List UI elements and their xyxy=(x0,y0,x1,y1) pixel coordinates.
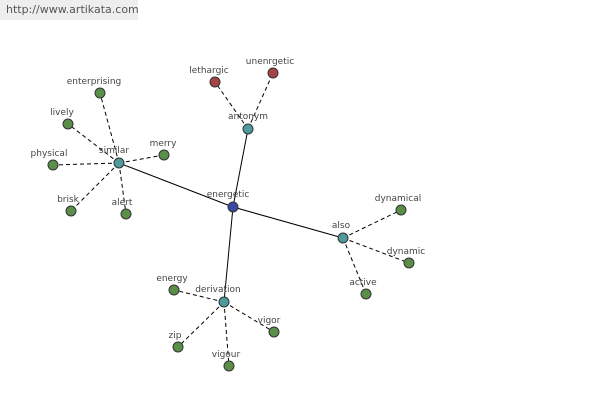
node-also[interactable] xyxy=(337,232,349,244)
edge-similar-lively xyxy=(67,123,120,164)
node-physical[interactable] xyxy=(47,159,59,171)
edge-energetic-also xyxy=(232,206,344,239)
node-zip[interactable] xyxy=(172,341,184,353)
edge-similar-alert xyxy=(118,162,127,215)
node-merry[interactable] xyxy=(158,149,170,161)
label-brisk[interactable]: brisk xyxy=(57,195,80,205)
node-lively[interactable] xyxy=(62,118,74,130)
node-vigour[interactable] xyxy=(223,360,235,372)
node-vigor[interactable] xyxy=(268,326,280,338)
node-brisk[interactable] xyxy=(65,205,77,217)
edge-similar-merry xyxy=(118,154,165,164)
label-lethargic[interactable]: lethargic xyxy=(189,66,229,76)
edge-derivation-vigor xyxy=(223,301,275,333)
edge-energetic-similar xyxy=(118,162,234,208)
node-similar[interactable] xyxy=(113,157,125,169)
edge-derivation-zip xyxy=(177,301,225,348)
node-alert[interactable] xyxy=(120,208,132,220)
label-also[interactable]: also xyxy=(332,221,351,231)
label-enterprising[interactable]: enterprising xyxy=(67,77,122,87)
node-dynamic[interactable] xyxy=(403,257,415,269)
label-derivation[interactable]: derivation xyxy=(195,285,241,295)
edge-similar-physical xyxy=(52,162,120,166)
node-energy[interactable] xyxy=(168,284,180,296)
label-vigour[interactable]: vigour xyxy=(212,350,241,360)
label-zip[interactable]: zip xyxy=(169,331,182,341)
edge-antonym-lethargic xyxy=(214,81,249,130)
label-alert[interactable]: alert xyxy=(112,198,133,208)
node-active[interactable] xyxy=(360,288,372,300)
label-physical[interactable]: physical xyxy=(31,149,68,159)
node-lethargic[interactable] xyxy=(209,76,221,88)
node-antonym[interactable] xyxy=(242,123,254,135)
label-dynamic[interactable]: dynamic xyxy=(387,247,426,257)
edge-similar-enterprising xyxy=(99,92,120,164)
node-energetic[interactable] xyxy=(227,201,239,213)
edge-energetic-derivation xyxy=(223,206,234,303)
label-merry[interactable]: merry xyxy=(150,139,178,149)
edge-derivation-energy xyxy=(173,289,225,303)
node-dynamical[interactable] xyxy=(395,204,407,216)
node-enterprising[interactable] xyxy=(94,87,106,99)
node-unenrgetic[interactable] xyxy=(267,67,279,79)
label-vigor[interactable]: vigor xyxy=(258,316,281,326)
edge-also-active xyxy=(342,237,367,295)
label-similar[interactable]: similar xyxy=(99,146,129,156)
edge-antonym-unenrgetic xyxy=(247,72,274,130)
label-unenrgetic[interactable]: unenrgetic xyxy=(246,57,294,67)
label-energetic[interactable]: energetic xyxy=(207,190,250,200)
edge-also-dynamical xyxy=(342,209,402,239)
edge-similar-brisk xyxy=(70,162,120,212)
label-energy[interactable]: energy xyxy=(156,274,188,284)
label-dynamical[interactable]: dynamical xyxy=(375,194,422,204)
label-antonym[interactable]: antonym xyxy=(228,112,268,122)
edge-also-dynamic xyxy=(342,237,410,264)
edge-energetic-antonym xyxy=(232,128,249,208)
label-lively[interactable]: lively xyxy=(50,108,74,118)
source-url[interactable]: http://www.artikata.com xyxy=(0,0,139,20)
edge-derivation-vigour xyxy=(223,301,230,367)
node-derivation[interactable] xyxy=(218,296,230,308)
label-active[interactable]: active xyxy=(349,278,377,288)
